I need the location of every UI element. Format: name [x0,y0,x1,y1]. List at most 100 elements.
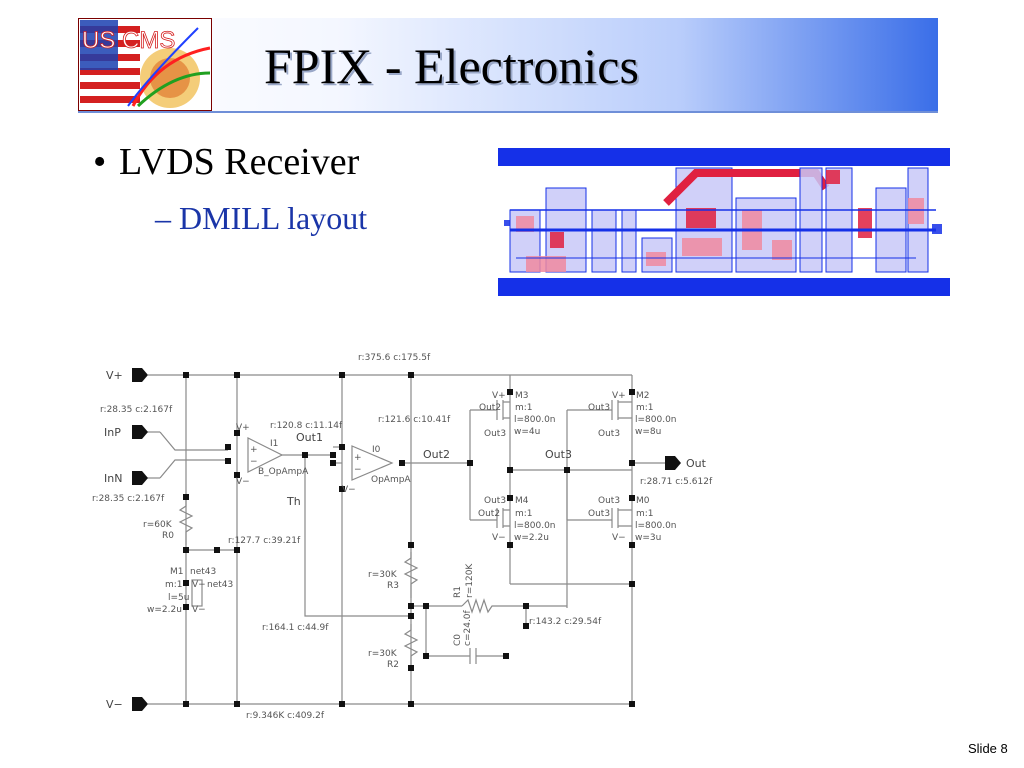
opamp-i1-icon [247,437,284,473]
label-r0-val: r=60K [143,520,173,530]
label-m4-out2: Out2 [478,509,500,519]
mosfet-m2-icon [611,400,632,420]
label-m2-w: w=8u [635,427,661,437]
label-r3-val: r=30K [368,570,398,580]
layout-cells [504,167,942,273]
pin-label-inn: InN [104,472,122,485]
pin-label-inp: InP [104,426,121,439]
label-m1-m: m:1 [165,580,183,590]
label-i1-vp: V+ [236,423,250,433]
label-m1-vm2: V− [192,605,206,615]
label-m4-m: m:1 [515,509,533,519]
label-m0-w: w=3u [635,533,661,543]
mosfet-m0-icon [611,508,632,528]
label-i0-plus: + [354,453,362,463]
logo-text: US CMS [82,27,175,54]
pin-inn-icon [132,471,148,485]
label-m4-w: w=2.2u [514,533,549,543]
label-m3-out3: Out3 [484,429,506,439]
opamp-i0-icon [351,445,394,481]
label-th: Th [286,495,301,508]
label-r3-name: R3 [387,581,399,591]
label-r-out2: r:121.6 c:10.41f [378,415,451,425]
slide-header: US CMS FPIX - Electronics [78,18,938,113]
bullet-lvds-receiver: • LVDS Receiver [93,140,359,184]
dmill-chip-layout-image [496,148,954,297]
label-r-143: r:143.2 c:29.54f [529,617,602,627]
label-m0-out3b: Out3 [588,509,610,519]
slide-label: Slide [968,741,997,756]
label-m1-net: net43 [190,567,216,577]
label-r-top: r:375.6 c:175.5f [358,353,431,363]
label-m1-name: M1 [170,567,184,577]
label-m3-out2: Out2 [479,403,501,413]
label-r-out1: r:120.8 c:11.14f [270,421,343,431]
label-m3-l: l=800.0n [514,415,556,425]
mosfet-m3-icon [496,400,510,420]
label-m1-w: w=2.2u [147,605,182,615]
opamp-symbols [247,437,394,481]
slide-number-value: 8 [1000,741,1008,756]
bullet-text: LVDS Receiver [119,141,360,183]
label-m4-l: l=800.0n [514,521,556,531]
label-r-vplus: r:28.35 c:2.167f [100,405,173,415]
label-m2-vp: V+ [612,391,626,401]
layout-bottom-rail [498,278,950,296]
junction-dots [183,372,635,707]
label-opamp0: OpAmpA [371,475,411,485]
label-m4-name: M4 [515,496,529,506]
layout-top-rail [498,148,950,166]
label-m1-vm: V− [192,580,206,590]
bullet-dot-icon: • [93,141,107,183]
label-out1: Out1 [296,431,323,444]
label-r1-val: r=120K [465,563,475,598]
label-i0: I0 [372,445,381,455]
label-m2-name: M2 [636,391,650,401]
label-m3-name: M3 [515,391,529,401]
schematic-wires [145,374,665,705]
pin-inp-icon [132,425,148,439]
label-i1: I1 [270,439,278,449]
label-m3-vp: V+ [492,391,506,401]
label-i1-vm: V− [236,477,250,487]
label-r-277: r:127.7 c:39.21f [228,536,301,546]
label-r-bottom: r:9.346K c:409.2f [246,711,325,721]
page-title: FPIX - Electronics [264,38,639,94]
label-r1-name: R1 [453,586,463,598]
label-r-164: r:164.1 c:44.9f [262,623,329,633]
label-m1-net2: net43 [207,580,233,590]
label-m0-vm: V− [612,533,626,543]
pin-vplus-icon [132,368,148,382]
label-m3-w: w=4u [514,427,540,437]
label-m4-out3: Out3 [484,496,506,506]
label-i0-vm: V− [342,485,356,495]
label-r-inn: r:28.35 c:2.167f [92,494,165,504]
transistor-symbols [496,400,632,528]
label-m0-out3: Out3 [598,496,620,506]
label-c0-name: C0 [453,634,463,646]
label-i0-minus: − [354,465,362,475]
label-m4-vm: V− [492,533,506,543]
label-r0-name: R0 [162,531,174,541]
label-m2-out3: Out3 [588,403,610,413]
label-opamp1: B_OpAmpA [258,467,309,477]
pin-label-vplus: V+ [106,369,123,382]
logo-blue-canton [80,20,118,70]
pin-vminus-icon [132,697,148,711]
label-out2: Out2 [423,448,450,461]
label-m2-l: l=800.0n [635,415,677,425]
pin-label-vminus: V− [106,698,123,711]
mosfet-m4-icon [496,508,510,528]
label-i1-minus: − [250,457,258,467]
label-m0-name: M0 [636,496,650,506]
label-i1-plus: + [250,445,258,455]
label-m1-l: l=5u [168,593,189,603]
label-m0-l: l=800.0n [635,521,677,531]
label-m0-m: m:1 [636,509,654,519]
label-out3: Out3 [545,448,572,461]
slide-number: Slide 8 [968,741,1008,756]
label-m2-m: m:1 [636,403,654,413]
label-r-out: r:28.71 c:5.612f [640,477,713,487]
label-r2-name: R2 [387,660,399,670]
